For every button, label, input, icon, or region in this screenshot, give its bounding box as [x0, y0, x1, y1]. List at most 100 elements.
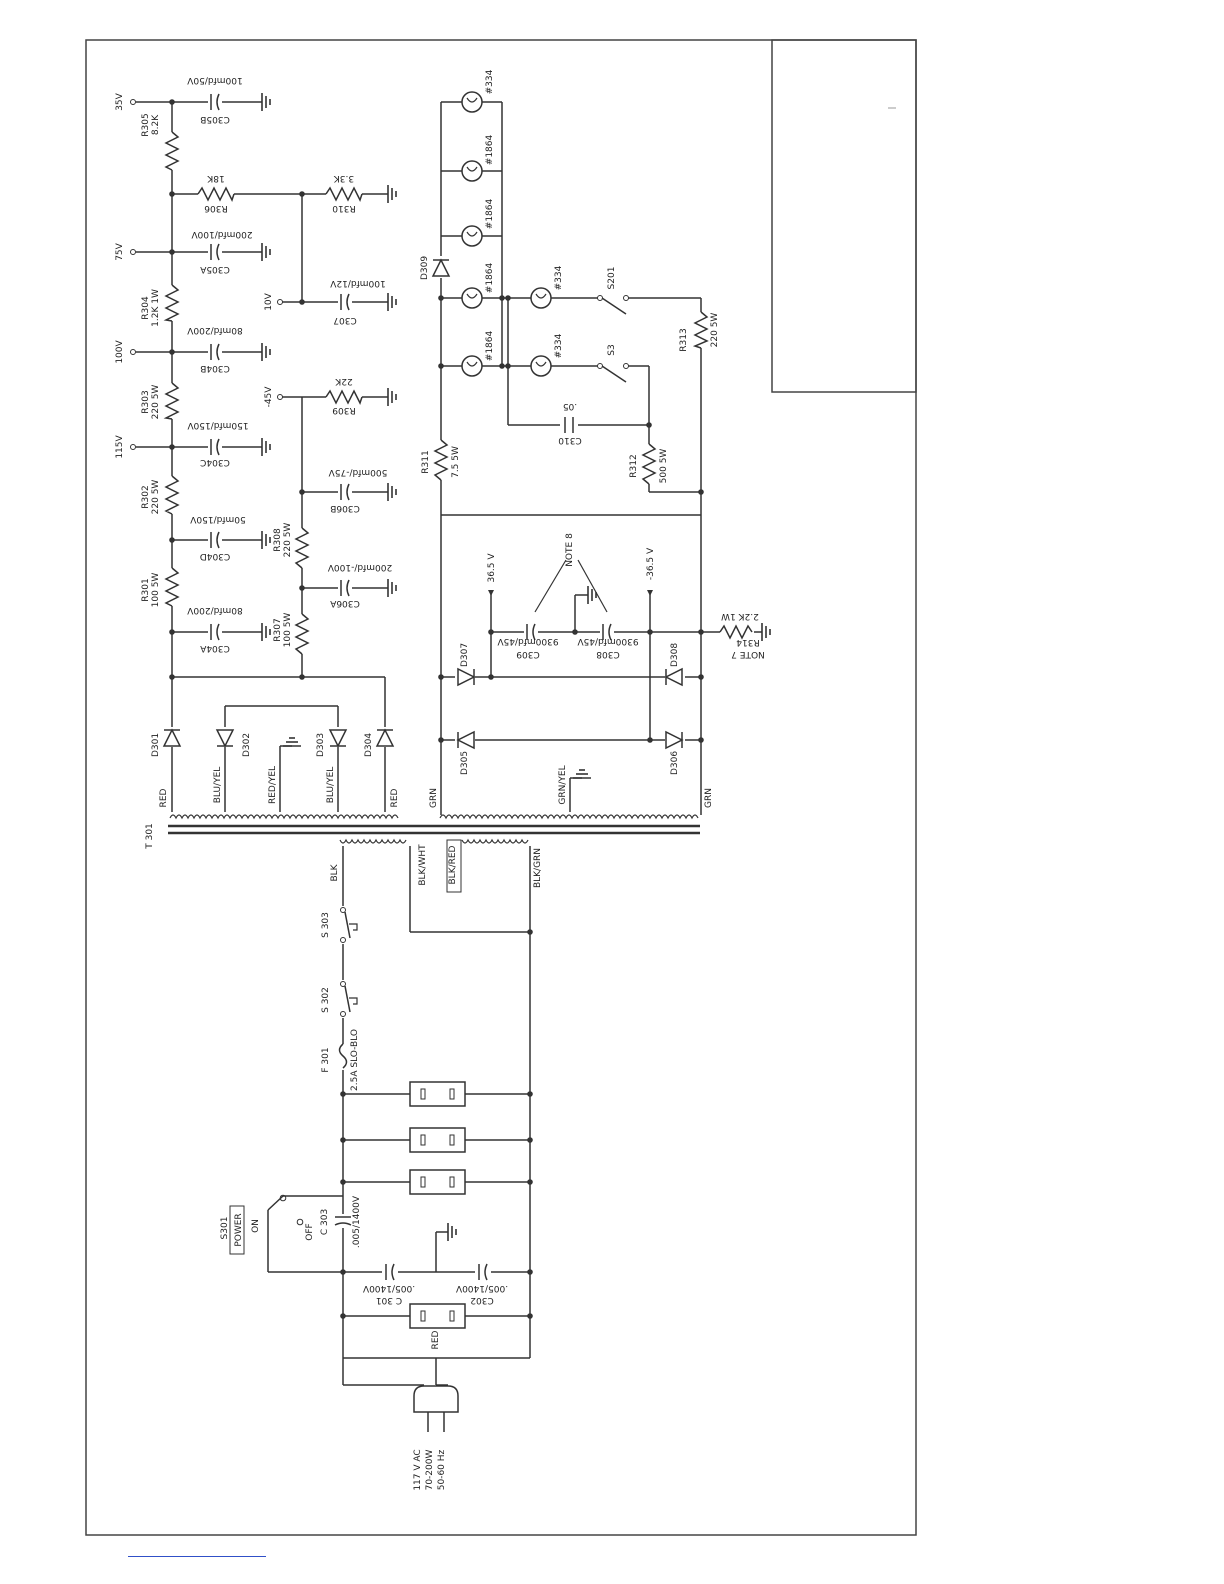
c304b-label: C304B	[200, 363, 230, 373]
junction-dots	[169, 99, 305, 680]
c304d-label: C304D	[200, 551, 230, 561]
outlet-icon	[409, 1303, 466, 1329]
horizontal-resistors	[197, 186, 363, 405]
r302-label: R302	[141, 485, 151, 508]
power-switch-s301[interactable]: S301 POWER ON OFF	[220, 1194, 343, 1255]
wire-blkgrn: BLK/GRN	[533, 848, 543, 888]
c301-label: C 301	[376, 1295, 402, 1305]
capacitors-c301-c302: .005/1400V C 301 .005/1400V C302	[362, 1222, 508, 1305]
lamp-section-dots	[438, 295, 704, 743]
r305-value: 8.2K	[151, 114, 161, 135]
c309-label: C309	[516, 649, 540, 659]
off-label: OFF	[305, 1223, 315, 1240]
lamp-1864-d: #1864	[485, 331, 495, 362]
secondary-wire-labels: RED BLU/YEL RED/YEL BLU/YEL RED GRN GRN/…	[159, 765, 714, 808]
rectifier-diodes-left	[162, 727, 395, 748]
c304c-label: C304C	[200, 457, 230, 467]
bus-resistors	[163, 131, 310, 655]
c304a-value: 80mfd/200V	[186, 605, 242, 615]
r307-label: R307	[273, 618, 283, 641]
input-rating-labels: 117 V AC 70-200W 50-60 Hz	[413, 1449, 447, 1490]
thermal-switches: S 303 S 302	[321, 906, 358, 1018]
c310-value: .05	[563, 401, 577, 411]
f301-label: F 301	[321, 1047, 331, 1072]
r302-value: 220 5W	[151, 480, 161, 515]
primary-wire-labels: BLK BLK/WHT BLK/RED BLK/GRN	[330, 839, 543, 893]
c301-value: .005/1400V	[362, 1283, 415, 1293]
outlet-icon	[409, 1081, 466, 1107]
s303-label: S 303	[321, 912, 331, 938]
label-115v: 115V	[115, 434, 125, 458]
grn-yel-center-tap	[569, 769, 592, 812]
diode-labels-left: D301 D302 D303 D304	[151, 733, 374, 757]
d303-label: D303	[316, 733, 326, 757]
c306b-value: 500mfd/-75V	[328, 467, 388, 477]
wire-grn-1: GRN	[429, 788, 439, 808]
lamp-icon	[530, 355, 552, 377]
resistors-r311-r312: R311 7.5 5W R312 500 5W	[421, 439, 669, 485]
resistor-r313: R313 220 5W	[679, 311, 720, 352]
d301-label: D301	[151, 733, 161, 757]
input-power: 70-200W	[425, 1450, 435, 1491]
r308-value: 220 5W	[283, 523, 293, 558]
label-36v: 36.5 V	[487, 553, 497, 583]
r306-label: R306	[204, 203, 228, 213]
pilot-lamps	[461, 91, 552, 377]
d309-label: D309	[420, 256, 430, 280]
resistor-r314: 2.2K 1W R314 NOTE 7	[719, 611, 771, 659]
c302-label: C302	[470, 1295, 493, 1305]
c309-value: 9300mfd/45V	[497, 636, 559, 646]
capacitor-labels-left: 100mfd/50V C305B 200mfd/100V C305A 80mfd…	[186, 75, 392, 653]
lamp-334-a: #334	[485, 69, 495, 94]
switches-lamp: S201 S3	[597, 267, 629, 383]
r305-label: R305	[141, 113, 151, 136]
c305b-label: C305B	[200, 114, 230, 124]
note-7: NOTE 7	[731, 649, 765, 659]
c308-label: C308	[596, 649, 620, 659]
wire-grnyel: GRN/YEL	[558, 765, 568, 804]
c303-value: .005/1400V	[352, 1195, 362, 1248]
d307-label: D307	[460, 643, 470, 667]
r311-label: R311	[421, 450, 431, 473]
wire-grn-2: GRN	[704, 788, 714, 808]
r312-value: 500 5W	[659, 449, 669, 484]
c307-value: 100mfd/12V	[329, 278, 385, 288]
label-10v: 10V	[264, 292, 274, 310]
c306a-label: C306A	[329, 598, 359, 608]
r301-label: R301	[141, 578, 151, 601]
t301-label: T 301	[145, 823, 155, 850]
r309-label: R309	[332, 405, 356, 415]
c304d-value: 50mfd/150V	[189, 514, 245, 524]
r307-value: 100 5W	[283, 613, 293, 648]
lamp-icon	[530, 287, 552, 309]
c305b-value: 100mfd/50V	[186, 75, 242, 85]
note-8: NOTE 8	[565, 533, 575, 567]
c306b-label: C306B	[330, 503, 360, 513]
lamp-labels: #334 #1864 #1864 #1864 #1864 #334 #334	[485, 69, 564, 361]
c303-label: C 303	[320, 1209, 330, 1235]
lamp-icon	[461, 355, 483, 377]
supply-36v: 36.5 V -36.5 V NOTE 8	[487, 533, 656, 613]
ac-outlets: RED	[409, 1081, 466, 1349]
r311-value: 7.5 5W	[451, 446, 461, 478]
r308-label: R308	[273, 528, 283, 552]
c302-value: .005/1400V	[455, 1283, 508, 1293]
wire-red-1: RED	[159, 788, 169, 807]
label-35v: 35V	[115, 92, 125, 110]
lamp-1864-a: #1864	[485, 135, 495, 166]
lamp-1864-b: #1864	[485, 199, 495, 230]
r303-value: 220 5W	[151, 385, 161, 420]
capacitor-c310: .05 C310	[558, 401, 582, 445]
c304c-value: 150mfd/150V	[187, 420, 249, 430]
r310-label: R310	[332, 203, 356, 213]
capacitor-c303: C 303 .005/1400V	[320, 1195, 362, 1248]
primary-dots	[340, 929, 533, 1319]
c310-label: C310	[558, 435, 582, 445]
f301-value: 2.5A SLO-BLO	[350, 1029, 360, 1091]
on-label: ON	[251, 1219, 261, 1233]
r303-label: R303	[141, 390, 151, 413]
lamp-icon	[461, 287, 483, 309]
lamp-334-b: #334	[554, 265, 564, 290]
c306a-value: 200mfd/-100V	[327, 562, 392, 572]
